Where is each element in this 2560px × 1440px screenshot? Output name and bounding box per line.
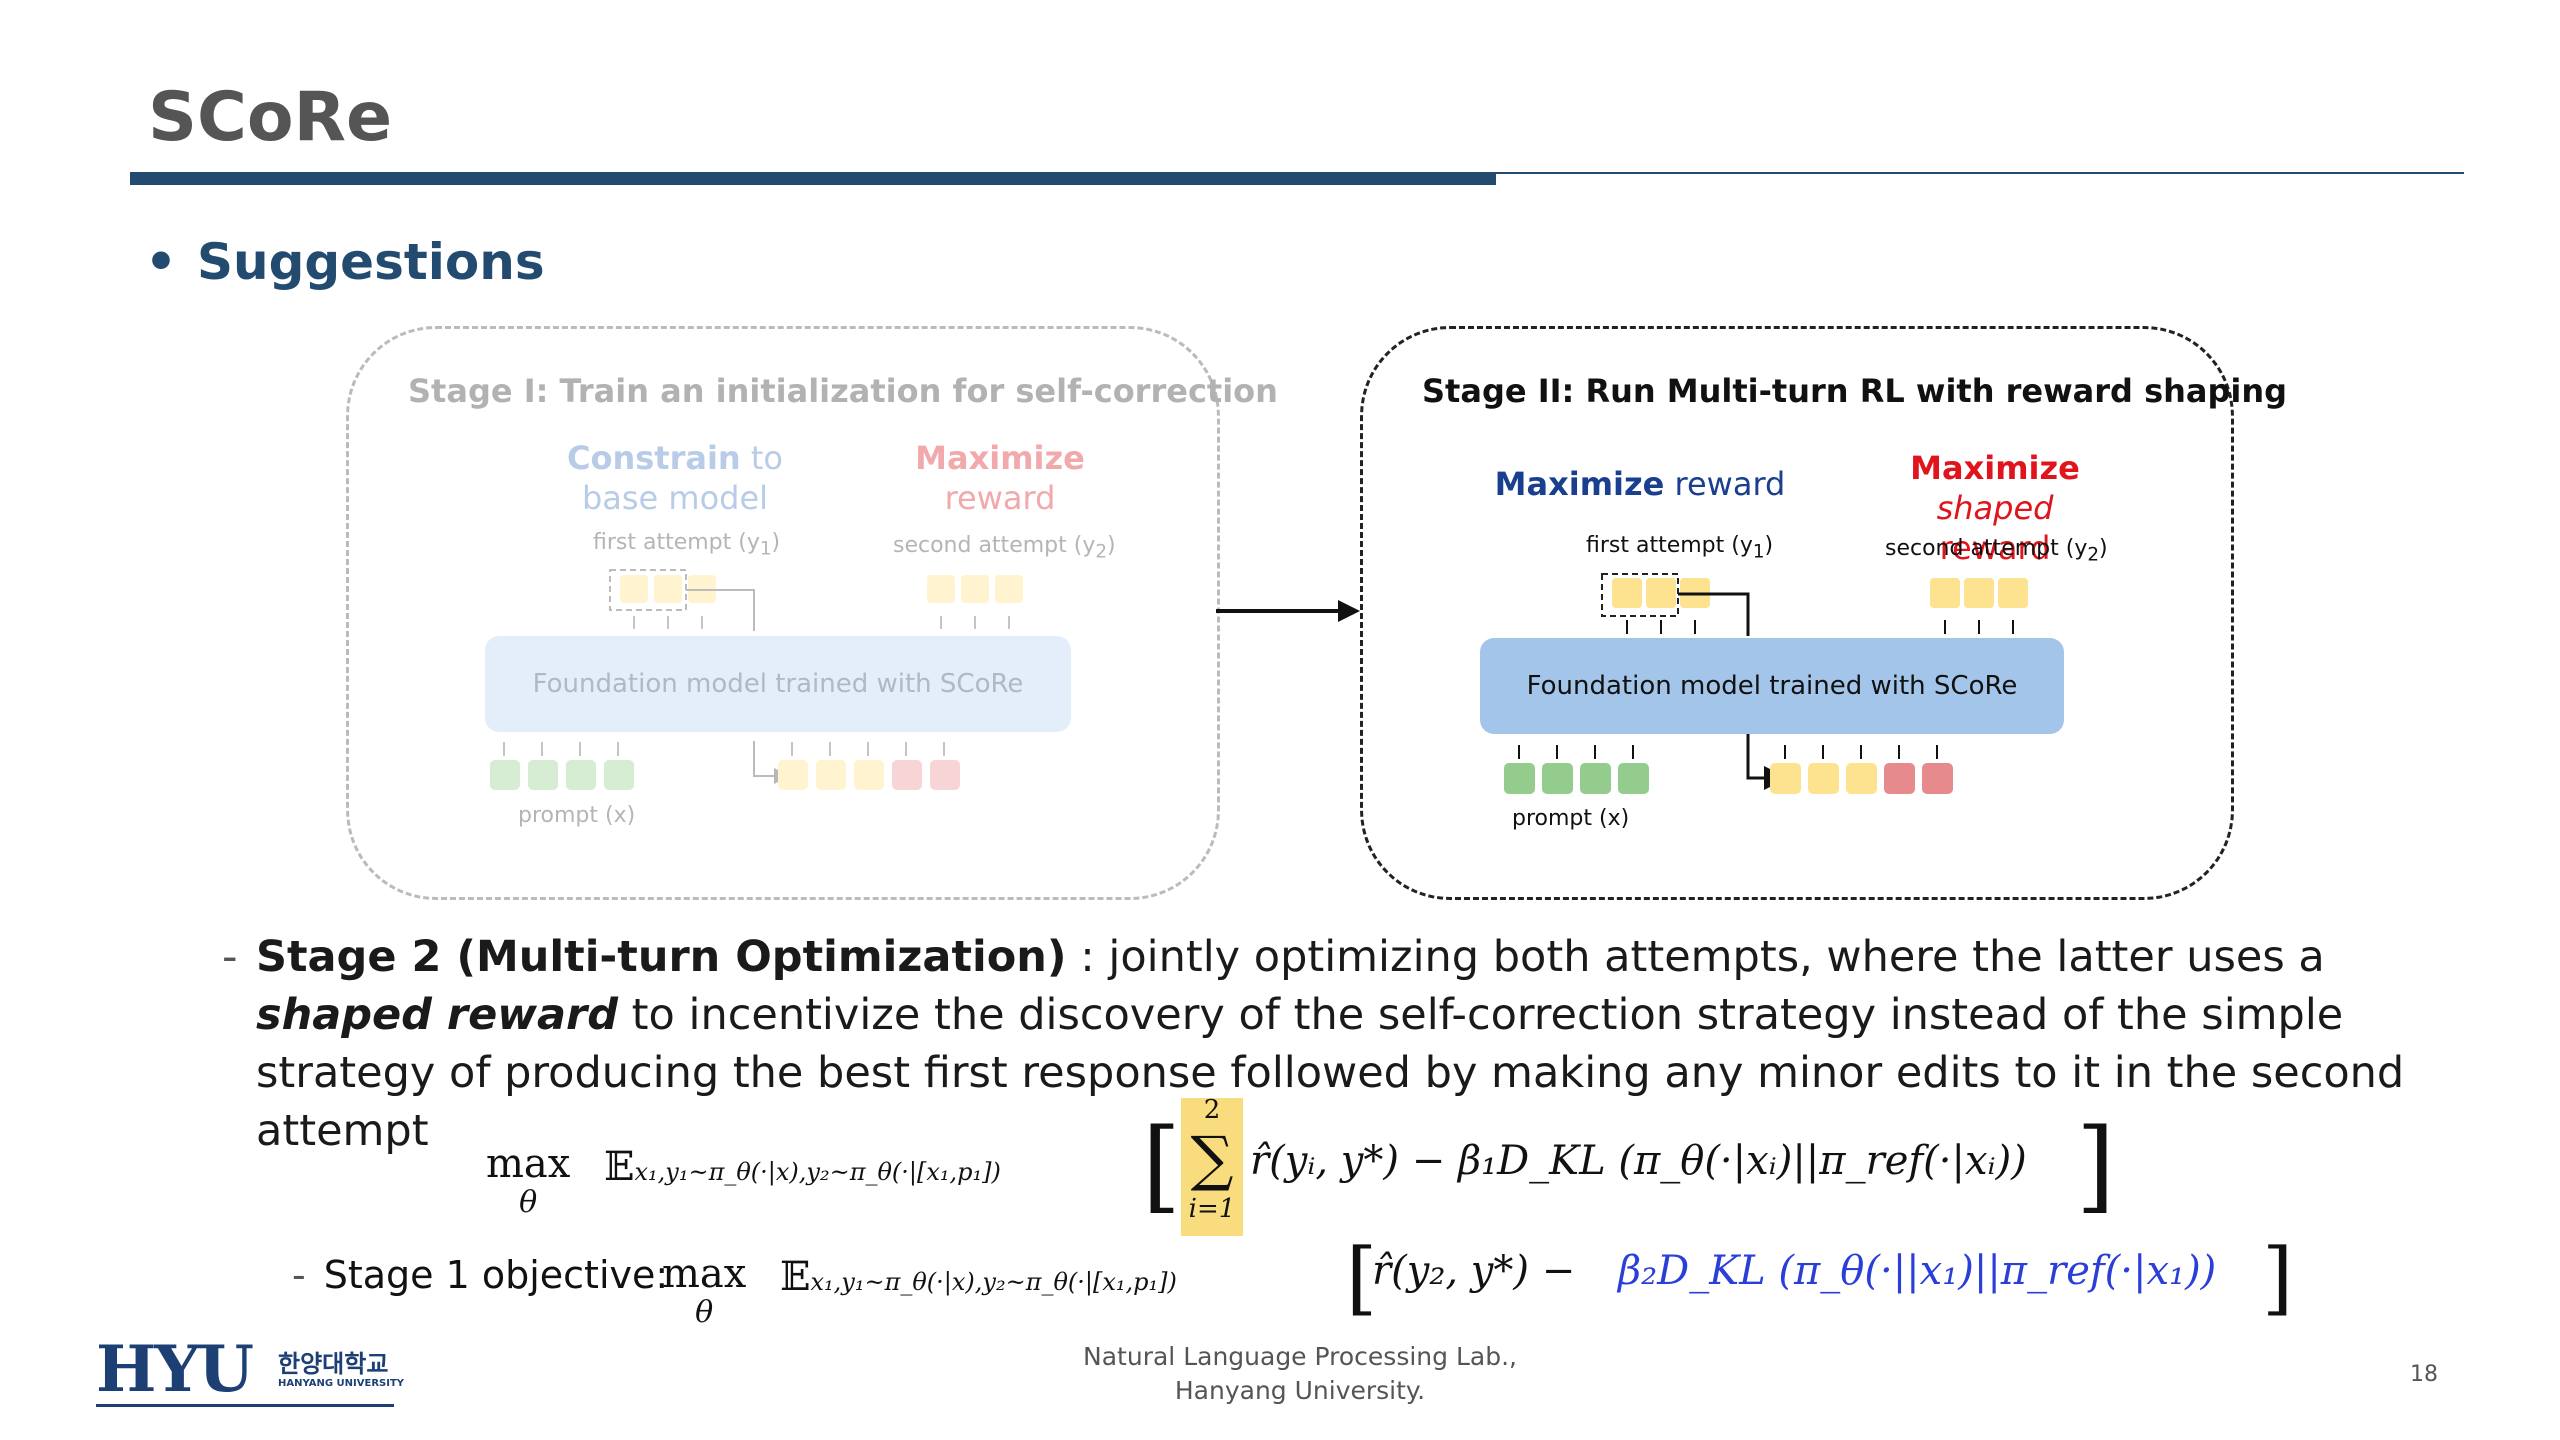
stage1-prompt-token-2 (528, 760, 558, 790)
stage2-first-token-2 (1646, 578, 1676, 608)
hyu-logo-underline (96, 1404, 394, 1407)
page-number: 18 (2410, 1362, 2438, 1387)
stage2-first-token-1 (1612, 578, 1642, 608)
stage1-second-token-3 (995, 575, 1023, 603)
stage2-diagram-graphics (1504, 573, 2028, 794)
stage1-objective-reward: r̂(y₂, y*) − (1372, 1248, 1576, 1294)
description-dash: - (222, 932, 238, 982)
title-rule-thick (130, 172, 1496, 185)
stage1-objective-max: max θ (662, 1251, 747, 1330)
stage1-objective-left-bracket: [ (1346, 1231, 1378, 1324)
stage2-prompt-label: prompt (x) (1512, 806, 1630, 831)
stage2-maximize-shaped-label: Maximize shaped reward (1910, 449, 2080, 567)
stage1-objective-kl: β₂D_KL (π_θ(·||x₁)||π_ref(·|x₁)) (1618, 1248, 2217, 1294)
stage1-constrain-label: Constrain to base model (566, 439, 783, 517)
stage2-maximize-reward-label: Maximize reward (1494, 465, 1786, 503)
stage1-second-attempt-label: second attempt (y2) (893, 533, 1116, 563)
stage2-objective-body: r̂(yᵢ, y*) − β₁D_KL (π_θ(·|xᵢ)||π_ref(·|… (1250, 1138, 2027, 1184)
title-rule-thin (1496, 172, 2464, 174)
stage2-second-token-1 (1930, 578, 1960, 608)
stage1-prompt-label: prompt (x) (518, 803, 636, 828)
stage2-heading: Stage II: Run Multi-turn RL with reward … (1422, 372, 2288, 410)
stage2-input-token-1 (1770, 763, 1801, 794)
stage1-second-token-1 (927, 575, 955, 603)
stage1-prompt-token-1 (490, 760, 520, 790)
stage1-prompt-token-4 (604, 760, 634, 790)
sum-highlight (1181, 1098, 1243, 1236)
stage2-second-attempt-label: second attempt (y2) (1885, 536, 2108, 566)
stage2-prompt-token-2 (1542, 763, 1573, 794)
stage-transition-arrow (1216, 600, 1360, 622)
stage2-second-token-2 (1964, 578, 1994, 608)
footer-lab-line2: Hanyang University. (1174, 1376, 1426, 1405)
stage2-objective-max: max θ (486, 1141, 571, 1220)
stage1-first-token-1 (620, 575, 648, 603)
stage2-foundation-model: Foundation model trained with SCoRe (1480, 638, 2064, 734)
stage1-first-token-2 (654, 575, 682, 603)
stage1-second-token-2 (961, 575, 989, 603)
stage2-input-token-4 (1884, 763, 1915, 794)
stage2-objective-left-bracket: [ (1142, 1107, 1182, 1224)
stage1-prompt-token-3 (566, 760, 596, 790)
stage1-first-attempt-label: first attempt (y1) (593, 530, 781, 560)
hyu-logo-text: HYU (96, 1332, 254, 1407)
stage1-maximize-label: Maximize reward (915, 439, 1085, 517)
stage1-input-token-2 (816, 760, 846, 790)
stage1-input-token-5 (930, 760, 960, 790)
description-bold-label: Stage 2 (Multi-turn Optimization) (256, 932, 1067, 982)
slide-title: SCoRe (148, 78, 393, 157)
hyu-logo-korean: 한양대학교 (278, 1350, 389, 1378)
stage1-objective-right-bracket: ] (2262, 1231, 2294, 1324)
stage1-diagram-graphics (490, 569, 1023, 790)
stage2-prompt-token-4 (1618, 763, 1649, 794)
hyu-logo: HYU 한양대학교 HANYANG UNIVERSITY (96, 1332, 404, 1408)
bullet-text: Suggestions (196, 233, 545, 291)
stage1-foundation-model: Foundation model trained with SCoRe (485, 636, 1071, 732)
stage1-input-token-3 (854, 760, 884, 790)
stage2-input-token-2 (1808, 763, 1839, 794)
stage2-objective-expectation: 𝔼x₁,y₁~π_θ(·|x),y₂~π_θ(·|[x₁,p₁]) (604, 1144, 1001, 1190)
hyu-logo-english: HANYANG UNIVERSITY (278, 1378, 405, 1389)
description-emphasis: shaped reward (256, 990, 619, 1040)
stage2-input-token-3 (1846, 763, 1877, 794)
stage2-second-token-3 (1998, 578, 2028, 608)
stage2-first-attempt-label: first attempt (y1) (1586, 533, 1774, 563)
stage1-heading: Stage I: Train an initialization for sel… (408, 372, 1278, 410)
stage2-input-token-5 (1922, 763, 1953, 794)
stage1-input-token-1 (778, 760, 808, 790)
stage1-objective-expectation: 𝔼x₁,y₁~π_θ(·|x),y₂~π_θ(·|[x₁,p₁]) (780, 1254, 1177, 1300)
bullet-heading: •Suggestions (145, 233, 545, 291)
stage2-prompt-token-1 (1504, 763, 1535, 794)
footer-lab: Natural Language Processing Lab., Hanyan… (1030, 1340, 1570, 1408)
stage2-objective-sum: 2 ∑ i=1 (1188, 1095, 1236, 1224)
stage1-input-token-4 (892, 760, 922, 790)
footer-lab-line1: Natural Language Processing Lab., (1083, 1342, 1517, 1371)
stage2-objective-right-bracket: ] (2076, 1107, 2116, 1224)
stage1-objective-label: -Stage 1 objective: (292, 1253, 669, 1297)
description-paragraph: Stage 2 (Multi-turn Optimization) : join… (256, 932, 2405, 1156)
stage2-box (1360, 326, 2234, 900)
stage2-prompt-token-3 (1580, 763, 1611, 794)
